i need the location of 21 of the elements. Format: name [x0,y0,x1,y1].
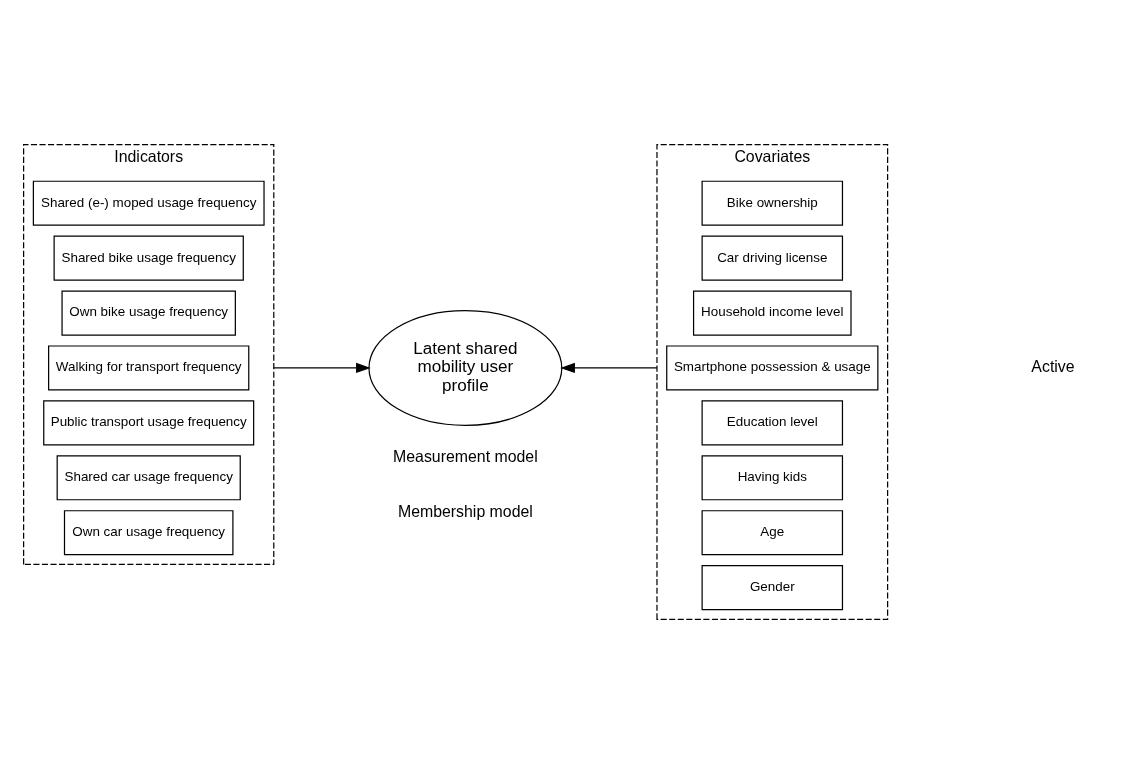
node-box: Own car usage frequency [63,510,234,556]
label: Measurement model [393,448,538,466]
arrow [560,362,658,374]
node-box: Having kids [701,455,844,501]
node-box: Education level [701,400,844,446]
node-box: Own bike usage frequency [61,290,236,336]
node-box: Shared car usage frequency [56,455,241,501]
node-box: Shared bike usage frequency [53,235,244,281]
node-box: Walking for transport frequency [48,345,250,391]
node-box: Bike ownership [701,180,844,226]
node-box: Shared (e-) moped usage frequency [32,180,265,226]
label: Membership model [397,503,533,521]
node-box: Gender [701,565,844,611]
node-ellipse: Latent shared mobility user profile [368,310,563,426]
node-box: Public transport usage frequency [43,400,255,446]
arrow [273,362,371,374]
node-box: Car driving license [701,235,844,281]
node-box: Smartphone possession & usage [666,345,879,391]
label: Active [1031,358,1075,376]
node-box: Household income level [692,290,852,336]
node-box: Age [701,510,844,556]
